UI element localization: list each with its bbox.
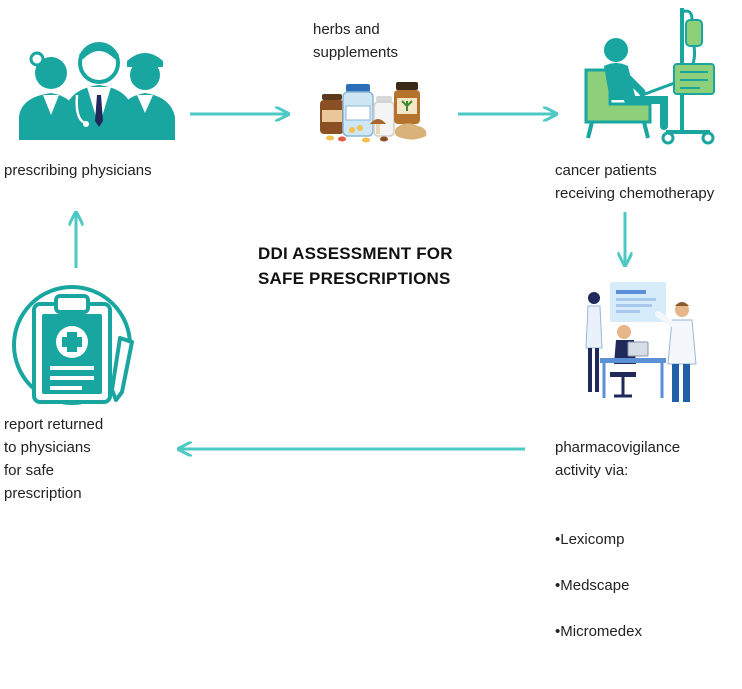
- tool-item: •Medscape: [555, 577, 630, 594]
- pharmacovigilance-text: pharmacovigilance activity via:: [555, 439, 681, 479]
- tool-item: •Lexicomp: [555, 531, 625, 548]
- herbs-supplements-icon: [320, 82, 427, 143]
- diagram-title: DDI ASSESSMENT FOR SAFE PRESCRIPTIONS: [258, 241, 453, 291]
- flow-arrows: [0, 0, 742, 528]
- label-report-returned: report returned to physicians for safe p…: [4, 416, 104, 502]
- tools-list: •Lexicomp •Medscape •Micromedex: [555, 505, 680, 666]
- pharmacovigilance-team-icon: [585, 282, 697, 402]
- diagram-title-line2: SAFE PRESCRIPTIONS: [258, 269, 451, 288]
- label-cancer-patients: cancer patients receiving chemotherapy: [555, 162, 715, 202]
- diagram-title-line1: DDI ASSESSMENT FOR: [258, 244, 453, 263]
- label-prescribing-physicians: prescribing physicians: [4, 162, 152, 179]
- chemotherapy-patient-icon: [584, 8, 715, 145]
- tool-item: •Micromedex: [555, 623, 642, 640]
- label-herbs-supplements: herbs and supplements: [313, 21, 399, 61]
- physicians-icon: [19, 42, 175, 140]
- report-clipboard-icon: [12, 285, 134, 405]
